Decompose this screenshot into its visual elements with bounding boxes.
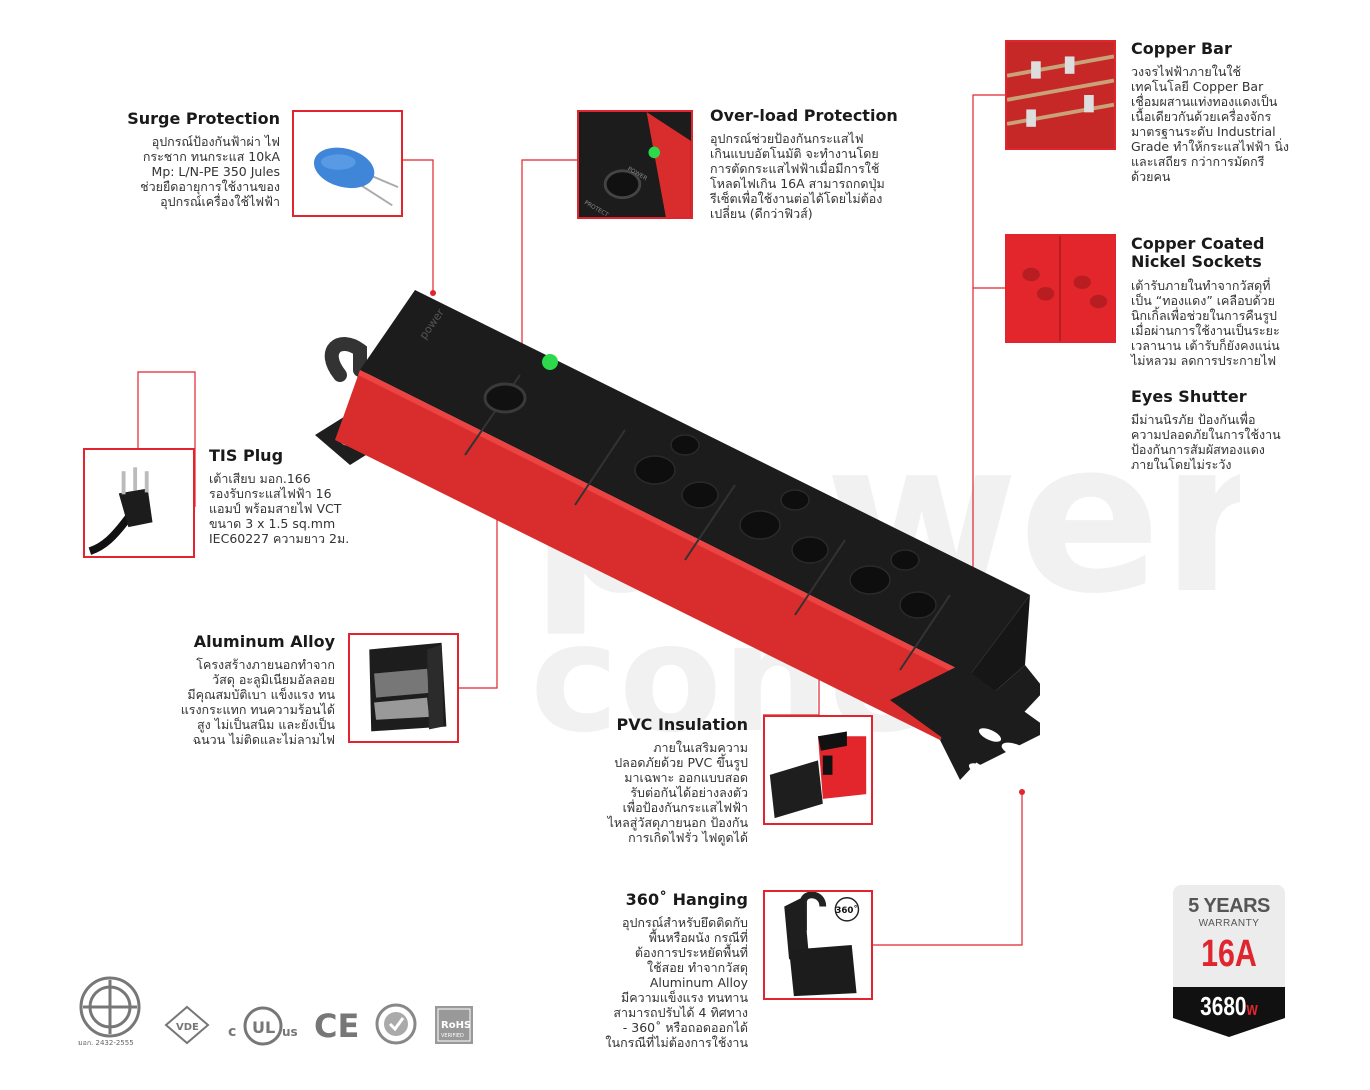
varistor-icon [313, 147, 399, 207]
copper-bar-icon [1007, 42, 1114, 148]
amp-rating: 16A [1201, 933, 1257, 975]
marker-surge [430, 290, 436, 296]
warranty-years: 5 YEARS [1188, 895, 1270, 917]
feature-aluminum-alloy: Aluminum Alloy โครงสร้างภายนอกทำจาก วัสด… [170, 632, 335, 748]
feature-copper-sockets: Copper Coated Nickel Sockets เต้ารับภายใ… [1131, 234, 1311, 368]
quality-cert-icon [375, 1003, 417, 1045]
svg-text:CE: CE [314, 1007, 359, 1045]
power-strip-product: power [315, 290, 1040, 780]
socket-icon [1007, 236, 1114, 341]
warranty-badge: 5 YEARS WARRANTY 16A 3680w [1173, 885, 1285, 1037]
feature-description: เต้ารับภายในทำจากวัสดุที่ เป็น “ทองแดง” … [1131, 277, 1280, 368]
aluminum-thumbnail [348, 633, 459, 743]
tis-cert-label: มอก. 2432-2555 [78, 1039, 134, 1047]
rohs-cert-icon: RoHS VERIFIED [435, 1006, 473, 1044]
reset-switch-icon: POWER PROTECT [579, 112, 691, 217]
hanging-thumbnail: 360˚ [763, 890, 873, 1000]
hanging-hook [324, 337, 367, 382]
feature-description: โครงสร้างภายนอกทำจาก วัสดุ อะลูมิเนียมอั… [180, 657, 335, 748]
feature-title: Surge Protection [127, 109, 280, 128]
rotation-badge: 360˚ [835, 905, 857, 916]
socket-group [634, 434, 937, 619]
vde-cert-icon: VDE [164, 1005, 210, 1045]
mount-bracket-front [890, 665, 1040, 765]
warranty-label: WARRANTY [1198, 918, 1260, 929]
feature-360-hanging: 360˚ Hanging อุปกรณ์สำหรับยึดติดกับ พื้น… [590, 890, 748, 1051]
marker-hanging [1019, 789, 1025, 795]
svg-text:UL: UL [252, 1018, 275, 1037]
feature-surge-protection: Surge Protection อุปกรณ์ป้องกันฟ้าผ่า ไฟ… [110, 109, 280, 210]
feature-title: Copper Coated Nickel Sockets [1131, 234, 1265, 272]
tis-plug-thumbnail [83, 448, 195, 558]
ul-cert-icon: c UL us [228, 1006, 298, 1046]
feature-eyes-shutter: Eyes Shutter มีม่านนิรภัย ป้องกันเพื่อ ค… [1131, 387, 1311, 473]
surge-thumbnail [292, 110, 403, 217]
svg-text:c: c [228, 1024, 236, 1040]
overload-thumbnail: POWER PROTECT [577, 110, 693, 219]
feature-description: มีม่านนิรภัย ป้องกันเพื่อ ความปลอดภัยในก… [1131, 412, 1281, 473]
feature-description: อุปกรณ์ป้องกันฟ้าผ่า ไฟ กระชาก ทนกระแส 1… [140, 134, 280, 210]
pvc-casing-icon [769, 731, 867, 819]
ce-cert-icon: CE [314, 1007, 359, 1045]
feature-description: วงจรไฟฟ้าภายในใช้ เทคโนโลยี Copper Bar เ… [1131, 64, 1289, 185]
feature-description: อุปกรณ์สำหรับยึดติดกับ พื้นหรือผนัง กรณี… [605, 915, 748, 1051]
watt-rating: 3680w [1200, 991, 1258, 1021]
feature-description: เต้าเสียบ มอก.166 รองรับกระแสไฟฟ้า 16 แอ… [209, 471, 350, 547]
feature-pvc-insulation: PVC Insulation ภายในเสริมความ ปลอดภัยด้ว… [580, 715, 748, 846]
svg-text:VDE: VDE [176, 1022, 199, 1033]
svg-text:us: us [282, 1025, 298, 1039]
feature-title: Copper Bar [1131, 39, 1232, 58]
aluminum-profile-icon [369, 642, 447, 732]
feature-title: Over-load Protection [710, 106, 898, 125]
svg-text:RoHS: RoHS [441, 1020, 471, 1031]
feature-tis-plug: TIS Plug เต้าเสียบ มอก.166 รองรับกระแสไฟ… [209, 446, 389, 547]
feature-title: 360˚ Hanging [625, 890, 748, 909]
nickel-sockets-thumbnail [1005, 234, 1116, 343]
power-led [542, 354, 558, 370]
tis-cert-icon [79, 976, 141, 1038]
hanging-bracket-icon: 360˚ [784, 892, 860, 997]
feature-description: ภายในเสริมความ ปลอดภัยด้วย PVC ขึ้นรูป ม… [607, 740, 748, 846]
svg-text:VERIFIED: VERIFIED [441, 1033, 464, 1039]
feature-copper-bar: Copper Bar วงจรไฟฟ้าภายในใช้ เทคโนโลยี C… [1131, 39, 1311, 185]
copper-bar-thumbnail [1005, 40, 1116, 150]
feature-title: Eyes Shutter [1131, 387, 1247, 406]
plug-icon [88, 467, 153, 555]
feature-description: อุปกรณ์ช่วยป้องกันกระแสไฟ เกินแบบอัตโนมั… [710, 131, 885, 222]
reset-button-graphic [483, 382, 527, 414]
pvc-thumbnail [763, 715, 873, 825]
feature-title: Aluminum Alloy [193, 632, 335, 651]
feature-title: TIS Plug [209, 446, 284, 465]
feature-title: PVC Insulation [616, 715, 748, 734]
side-face-red [335, 370, 970, 740]
feature-overload-protection: Over-load Protection อุปกรณ์ช่วยป้องกันก… [710, 106, 910, 222]
